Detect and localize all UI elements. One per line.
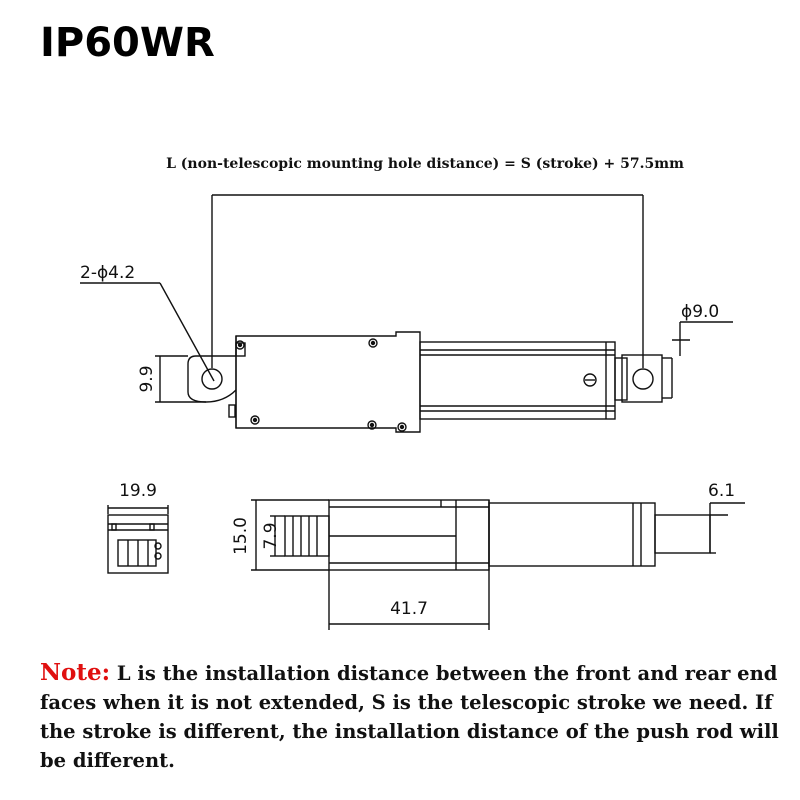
rod-diameter-dimension: 6.1 bbox=[708, 481, 735, 501]
body-height-dimension: 15.0 bbox=[231, 517, 251, 555]
page-title: IP60WR bbox=[40, 20, 215, 66]
formula-label: L (non-telescopic mounting hole distance… bbox=[166, 156, 684, 172]
hole-callout bbox=[80, 282, 215, 382]
end-width-dimension: 19.9 bbox=[119, 481, 157, 501]
body-length-dimension: 41.7 bbox=[390, 599, 428, 619]
height-front-dimension-lines bbox=[155, 355, 206, 403]
body-length-dimension-lines bbox=[328, 570, 490, 630]
l-dimension bbox=[211, 194, 644, 368]
end-view bbox=[107, 505, 169, 574]
top-view-actuator bbox=[187, 331, 673, 433]
technical-drawing: L (non-telescopic mounting hole distance… bbox=[80, 156, 745, 630]
inner-height-dimension: 7.9 bbox=[261, 522, 281, 549]
side-view-actuator bbox=[284, 499, 711, 571]
note-text: L is the installation distance between t… bbox=[40, 662, 779, 772]
note-paragraph: Note: L is the installation distance bet… bbox=[40, 658, 785, 775]
hole-dimension: 2-ϕ4.2 bbox=[80, 263, 135, 283]
height-front-dimension: 9.9 bbox=[137, 365, 157, 392]
rod-diameter-dimension-lines bbox=[709, 502, 745, 554]
note-label: Note: bbox=[40, 659, 111, 686]
rod-hole-callout bbox=[672, 321, 733, 356]
side-height-dimension-lines bbox=[251, 499, 329, 571]
rod-hole-dimension: ϕ9.0 bbox=[681, 302, 719, 322]
